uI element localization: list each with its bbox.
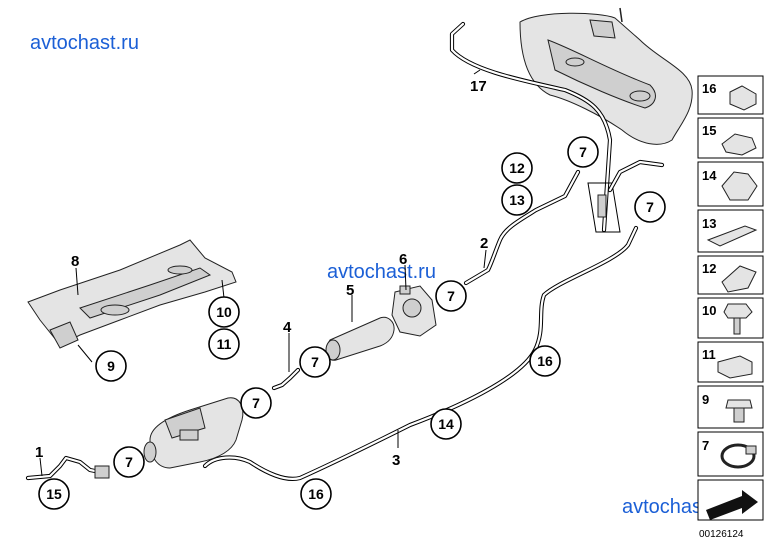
clip-15-icon [721, 133, 757, 156]
watermark-center: avtochast.ru [327, 261, 436, 283]
bolt-10-icon [723, 303, 753, 319]
svg-text:7: 7 [311, 354, 319, 370]
clip-16-icon [729, 85, 757, 111]
callout-7-f: 7 [113, 446, 145, 478]
svg-text:15: 15 [46, 486, 62, 502]
label-8: 8 [71, 253, 79, 270]
svg-text:7: 7 [125, 454, 133, 470]
pipe-17 [449, 21, 613, 233]
underbody-cover [27, 239, 237, 349]
callout-7-b: 7 [634, 191, 666, 223]
label-5: 5 [346, 282, 354, 299]
svg-text:10: 10 [216, 304, 232, 320]
label-3: 3 [392, 452, 400, 469]
panel-cell-7 [697, 431, 764, 477]
panel-label-12: 12 [702, 261, 716, 276]
panel-label-14: 14 [702, 168, 717, 183]
svg-text:12: 12 [509, 160, 525, 176]
label-6: 6 [399, 251, 407, 268]
leader-1 [39, 457, 43, 477]
diagram-code: 00126124 [699, 529, 744, 540]
clip-11-icon [717, 355, 753, 379]
callout-14: 14 [430, 408, 462, 440]
holder-13-icon [706, 225, 758, 247]
clip-14-icon [721, 171, 758, 201]
line-holder-bracket [587, 182, 621, 233]
panel-label-11: 11 [702, 347, 716, 362]
leader-8 [75, 267, 79, 296]
callout-7-a: 7 [567, 136, 599, 168]
svg-text:9: 9 [107, 358, 115, 374]
hose-clamp-7-icon [720, 443, 756, 469]
label-17: 17 [470, 78, 487, 95]
svg-text:14: 14 [438, 416, 454, 432]
pipe-4 [271, 367, 301, 391]
callout-15: 15 [38, 478, 70, 510]
callout-12: 12 [501, 152, 533, 184]
pipe-1 [25, 455, 110, 481]
callout-16-b: 16 [300, 478, 332, 510]
leader-10 [221, 279, 225, 299]
fuel-tank [519, 7, 693, 145]
panel-label-13: 13 [702, 216, 716, 231]
svg-text:16: 16 [308, 486, 324, 502]
panel-label-10: 10 [702, 303, 716, 318]
svg-text:13: 13 [509, 192, 525, 208]
callout-13: 13 [501, 184, 533, 216]
callout-7-d: 7 [299, 346, 331, 378]
label-4: 4 [283, 319, 292, 336]
svg-text:7: 7 [646, 199, 654, 215]
panel-label-9: 9 [702, 392, 709, 407]
callout-16-a: 16 [529, 345, 561, 377]
leader-6 [404, 264, 407, 291]
pipe-14-16 [202, 159, 665, 481]
callout-7-e: 7 [240, 387, 272, 419]
svg-text:7: 7 [447, 288, 455, 304]
screw-9-icon [725, 399, 753, 409]
svg-text:11: 11 [217, 336, 232, 352]
filter-bracket [391, 285, 437, 337]
label-1: 1 [35, 444, 43, 461]
panel-label-15: 15 [702, 123, 716, 138]
svg-text:16: 16 [537, 353, 553, 369]
panel-label-16: 16 [702, 81, 716, 96]
svg-text:7: 7 [252, 395, 260, 411]
leader-17 [473, 69, 481, 75]
parts-panel: 16 15 14 13 12 10 11 9 7 [697, 75, 764, 521]
watermark-top-left: avtochast.ru [30, 32, 139, 54]
clip-12-icon [721, 265, 757, 293]
leader-9 [77, 344, 93, 363]
callout-9: 9 [95, 350, 127, 382]
fuel-filter [325, 316, 395, 361]
arrow-icon [706, 490, 758, 520]
callout-7-c: 7 [435, 280, 467, 312]
svg-text:7: 7 [579, 144, 587, 160]
panel-label-7: 7 [702, 438, 709, 453]
fuel-filter-housing [143, 397, 244, 469]
leader-2 [483, 249, 487, 269]
callout-11: 11 [208, 328, 240, 360]
label-2: 2 [480, 235, 488, 252]
callout-10: 10 [208, 296, 240, 328]
pipe-2 [463, 169, 581, 286]
